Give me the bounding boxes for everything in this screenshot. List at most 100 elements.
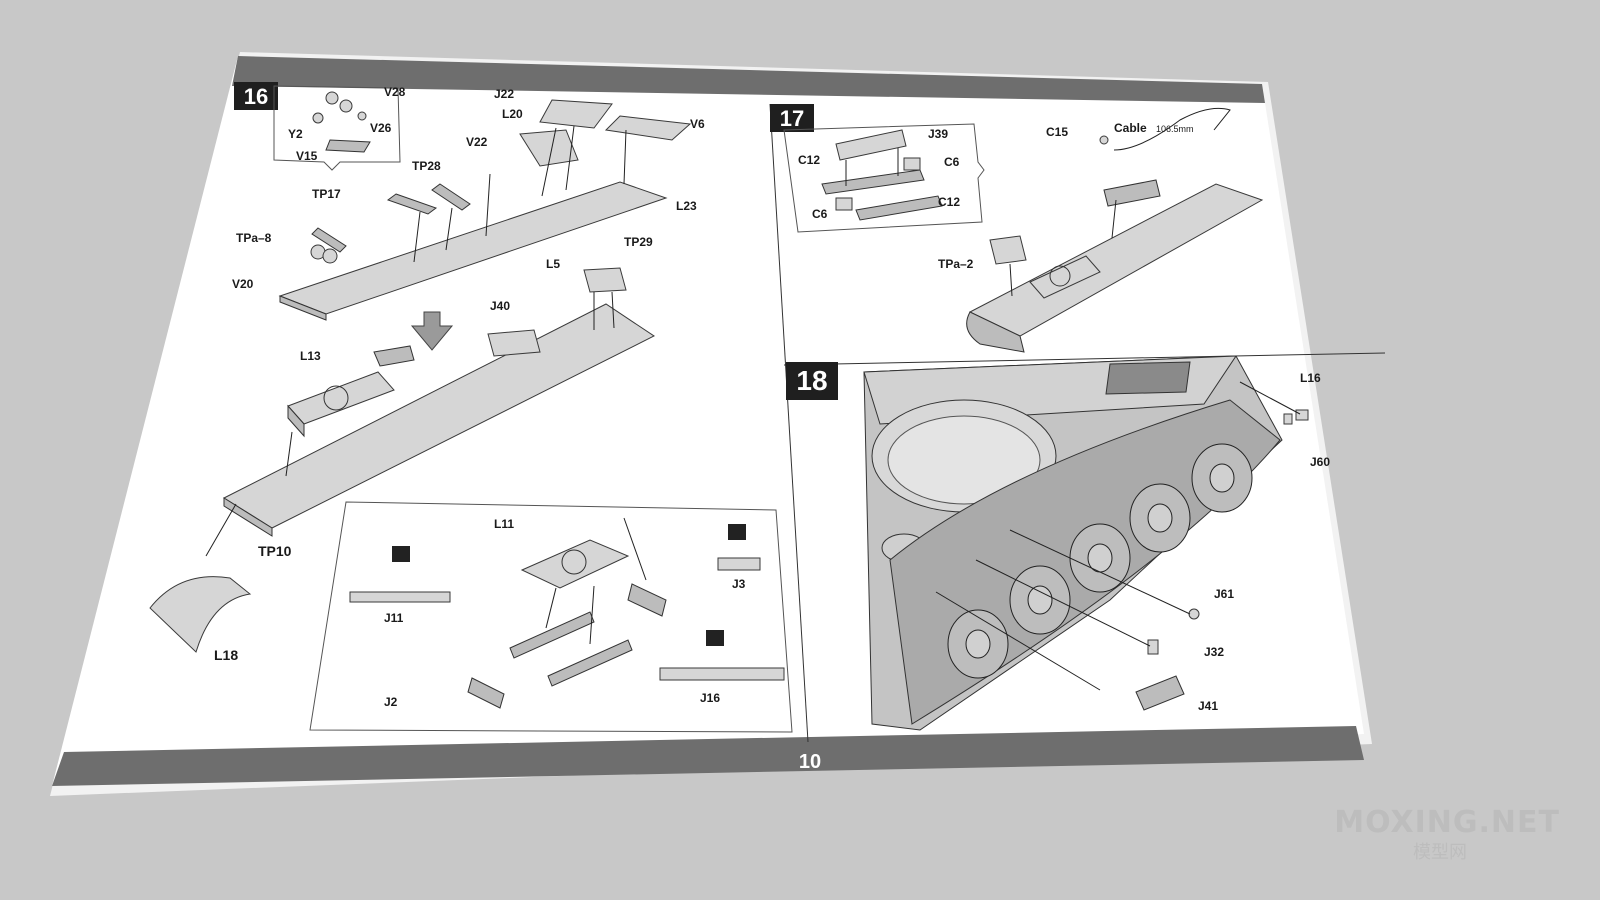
glue-icon — [728, 524, 746, 540]
guide-line — [485, 173, 491, 237]
part-j39 — [835, 129, 907, 161]
label-tp17: TP17 — [312, 187, 341, 201]
label-tpa2: TPa–2 — [938, 257, 974, 271]
part-c6-a — [903, 157, 921, 171]
part-l23-edge — [279, 295, 327, 321]
label-j11: J11 — [384, 611, 404, 625]
part-l18 — [149, 576, 252, 653]
glue-icon — [392, 546, 410, 562]
part-l5 — [583, 267, 627, 293]
label-l16: L16 — [1300, 371, 1321, 385]
part-side-piece — [627, 583, 667, 617]
top-band — [232, 56, 1265, 103]
glue-icon — [706, 630, 724, 646]
step-18-number: 18 — [796, 365, 827, 396]
label-j41: J41 — [1198, 699, 1218, 713]
guide-line — [623, 129, 627, 185]
label-j61: J61 — [1214, 587, 1234, 601]
part-j3 — [717, 557, 761, 571]
page-number: 10 — [799, 751, 821, 773]
part-j40 — [487, 329, 541, 357]
part-rear-box — [1103, 179, 1161, 207]
label-v26: V26 — [370, 121, 392, 135]
label-l5: L5 — [546, 257, 560, 271]
step-18-badge — [786, 362, 838, 400]
label-c6-a: C6 — [944, 155, 960, 169]
step-16-number: 16 — [244, 84, 268, 109]
label-j60: J60 — [1310, 455, 1330, 469]
label-tp29: TP29 — [624, 235, 653, 249]
guide-line — [1009, 263, 1013, 297]
step-17-number: 17 — [780, 106, 804, 131]
cable — [1113, 107, 1231, 151]
guide-line — [541, 127, 557, 197]
label-l20: L20 — [502, 107, 523, 121]
guide-line — [975, 559, 1151, 647]
label-c6-b: C6 — [812, 207, 828, 221]
label-y2: Y2 — [288, 127, 303, 141]
turret-opening — [887, 415, 1041, 505]
label-j16: J16 — [700, 691, 720, 705]
step-18-diagram: L16 J60 J61 J32 J41 — [863, 355, 1330, 731]
subassembly-box-v — [273, 85, 401, 171]
guide-line — [935, 591, 1101, 691]
part-j60 — [1283, 413, 1293, 425]
label-tpa8: TPa–8 — [236, 231, 272, 245]
part-v6 — [604, 115, 692, 141]
part-l16 — [1295, 409, 1309, 421]
step-16-badge — [234, 82, 278, 110]
guide-line — [1111, 199, 1117, 239]
step-17-diagram: J39 C12 C6 C6 C12 C15 Cable 106.5mm TPa–… — [783, 107, 1264, 353]
part-c12-b — [855, 195, 943, 221]
fan-circle — [323, 385, 349, 411]
wheel-hub — [1209, 463, 1235, 493]
part-rear-fender — [966, 311, 1025, 353]
part-j61 — [1188, 608, 1200, 620]
label-cable-length: 106.5mm — [1156, 124, 1194, 134]
part-tpa8 — [311, 227, 347, 253]
label-j3: J3 — [732, 577, 746, 591]
step18-separator — [783, 352, 1386, 366]
part-tpa2 — [989, 235, 1027, 265]
part-j22 — [539, 99, 613, 129]
label-tp28: TP28 — [412, 159, 441, 173]
guide-line — [1009, 529, 1191, 615]
label-l18: L18 — [214, 647, 238, 663]
part-v28-a — [325, 91, 339, 105]
guide-line — [589, 585, 595, 645]
part-wheels-b — [322, 248, 338, 264]
part-v28-b — [339, 99, 353, 113]
label-j40: J40 — [490, 299, 510, 313]
watermark-sub: 模型网 — [1413, 842, 1467, 863]
part-l11 — [520, 539, 630, 589]
watermark-logo: MOXING.NET — [1334, 805, 1560, 840]
label-l13: L13 — [300, 349, 321, 363]
part-c6-b — [835, 197, 853, 211]
bottom-band — [52, 726, 1364, 786]
guide-line — [285, 431, 293, 477]
part-l20 — [519, 129, 579, 167]
guide-line — [413, 211, 421, 263]
label-j32: J32 — [1204, 645, 1224, 659]
label-l11: L11 — [494, 517, 514, 531]
part-engine-deck-side — [287, 404, 305, 438]
label-v28: V28 — [384, 85, 406, 99]
guide-line — [1239, 381, 1301, 415]
guide-line — [445, 207, 453, 251]
wheel-hub — [1147, 503, 1173, 533]
part-l13 — [373, 345, 415, 367]
label-cable: Cable — [1114, 121, 1147, 135]
label-j2: J2 — [384, 695, 398, 709]
part-rear-grille — [1029, 255, 1101, 299]
part-tp28 — [431, 183, 471, 211]
guide-line — [623, 517, 647, 581]
page-divider — [769, 103, 809, 743]
part-y2 — [312, 112, 324, 124]
step-16-diagram: V28 Y2 V26 V15 J22 V6 L20 V22 TP28 TP17 … — [149, 85, 793, 733]
wheel-hub — [1027, 585, 1053, 615]
label-c12-b: C12 — [938, 195, 960, 209]
part-j32 — [1147, 639, 1159, 655]
label-l23: L23 — [676, 199, 697, 213]
label-j22: J22 — [494, 87, 514, 101]
